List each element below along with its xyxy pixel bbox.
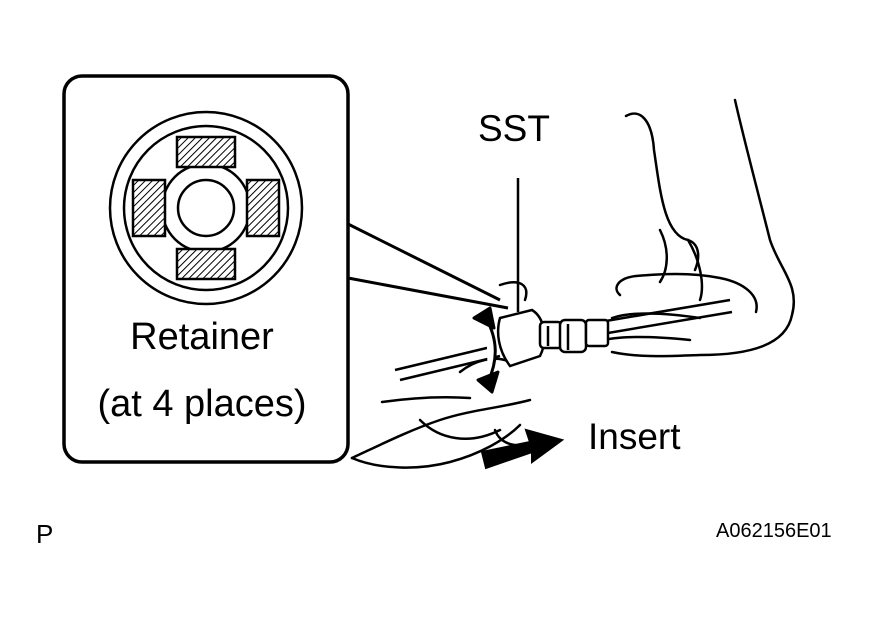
retainer-view <box>108 110 304 306</box>
steering-rod <box>394 298 733 382</box>
sst-tool <box>496 308 610 368</box>
rotation-arrow-icon <box>472 306 500 394</box>
retainer-tab-top <box>175 135 237 169</box>
figure-code: A062156E01 <box>716 520 832 542</box>
sst-label: SST <box>478 108 550 149</box>
retainer-tab-left <box>131 178 167 238</box>
insert-arrow-icon <box>480 428 565 470</box>
hand-illustration <box>350 98 795 469</box>
callout-connector <box>347 222 509 310</box>
retainer-callout-box <box>62 74 350 464</box>
corner-letter: P <box>36 519 54 549</box>
retainer-label: Retainer <box>130 316 274 358</box>
places-label: (at 4 places) <box>97 383 307 425</box>
retainer-tab-bottom <box>175 247 237 281</box>
retainer-tab-right <box>245 178 281 238</box>
insert-label: Insert <box>588 416 681 457</box>
